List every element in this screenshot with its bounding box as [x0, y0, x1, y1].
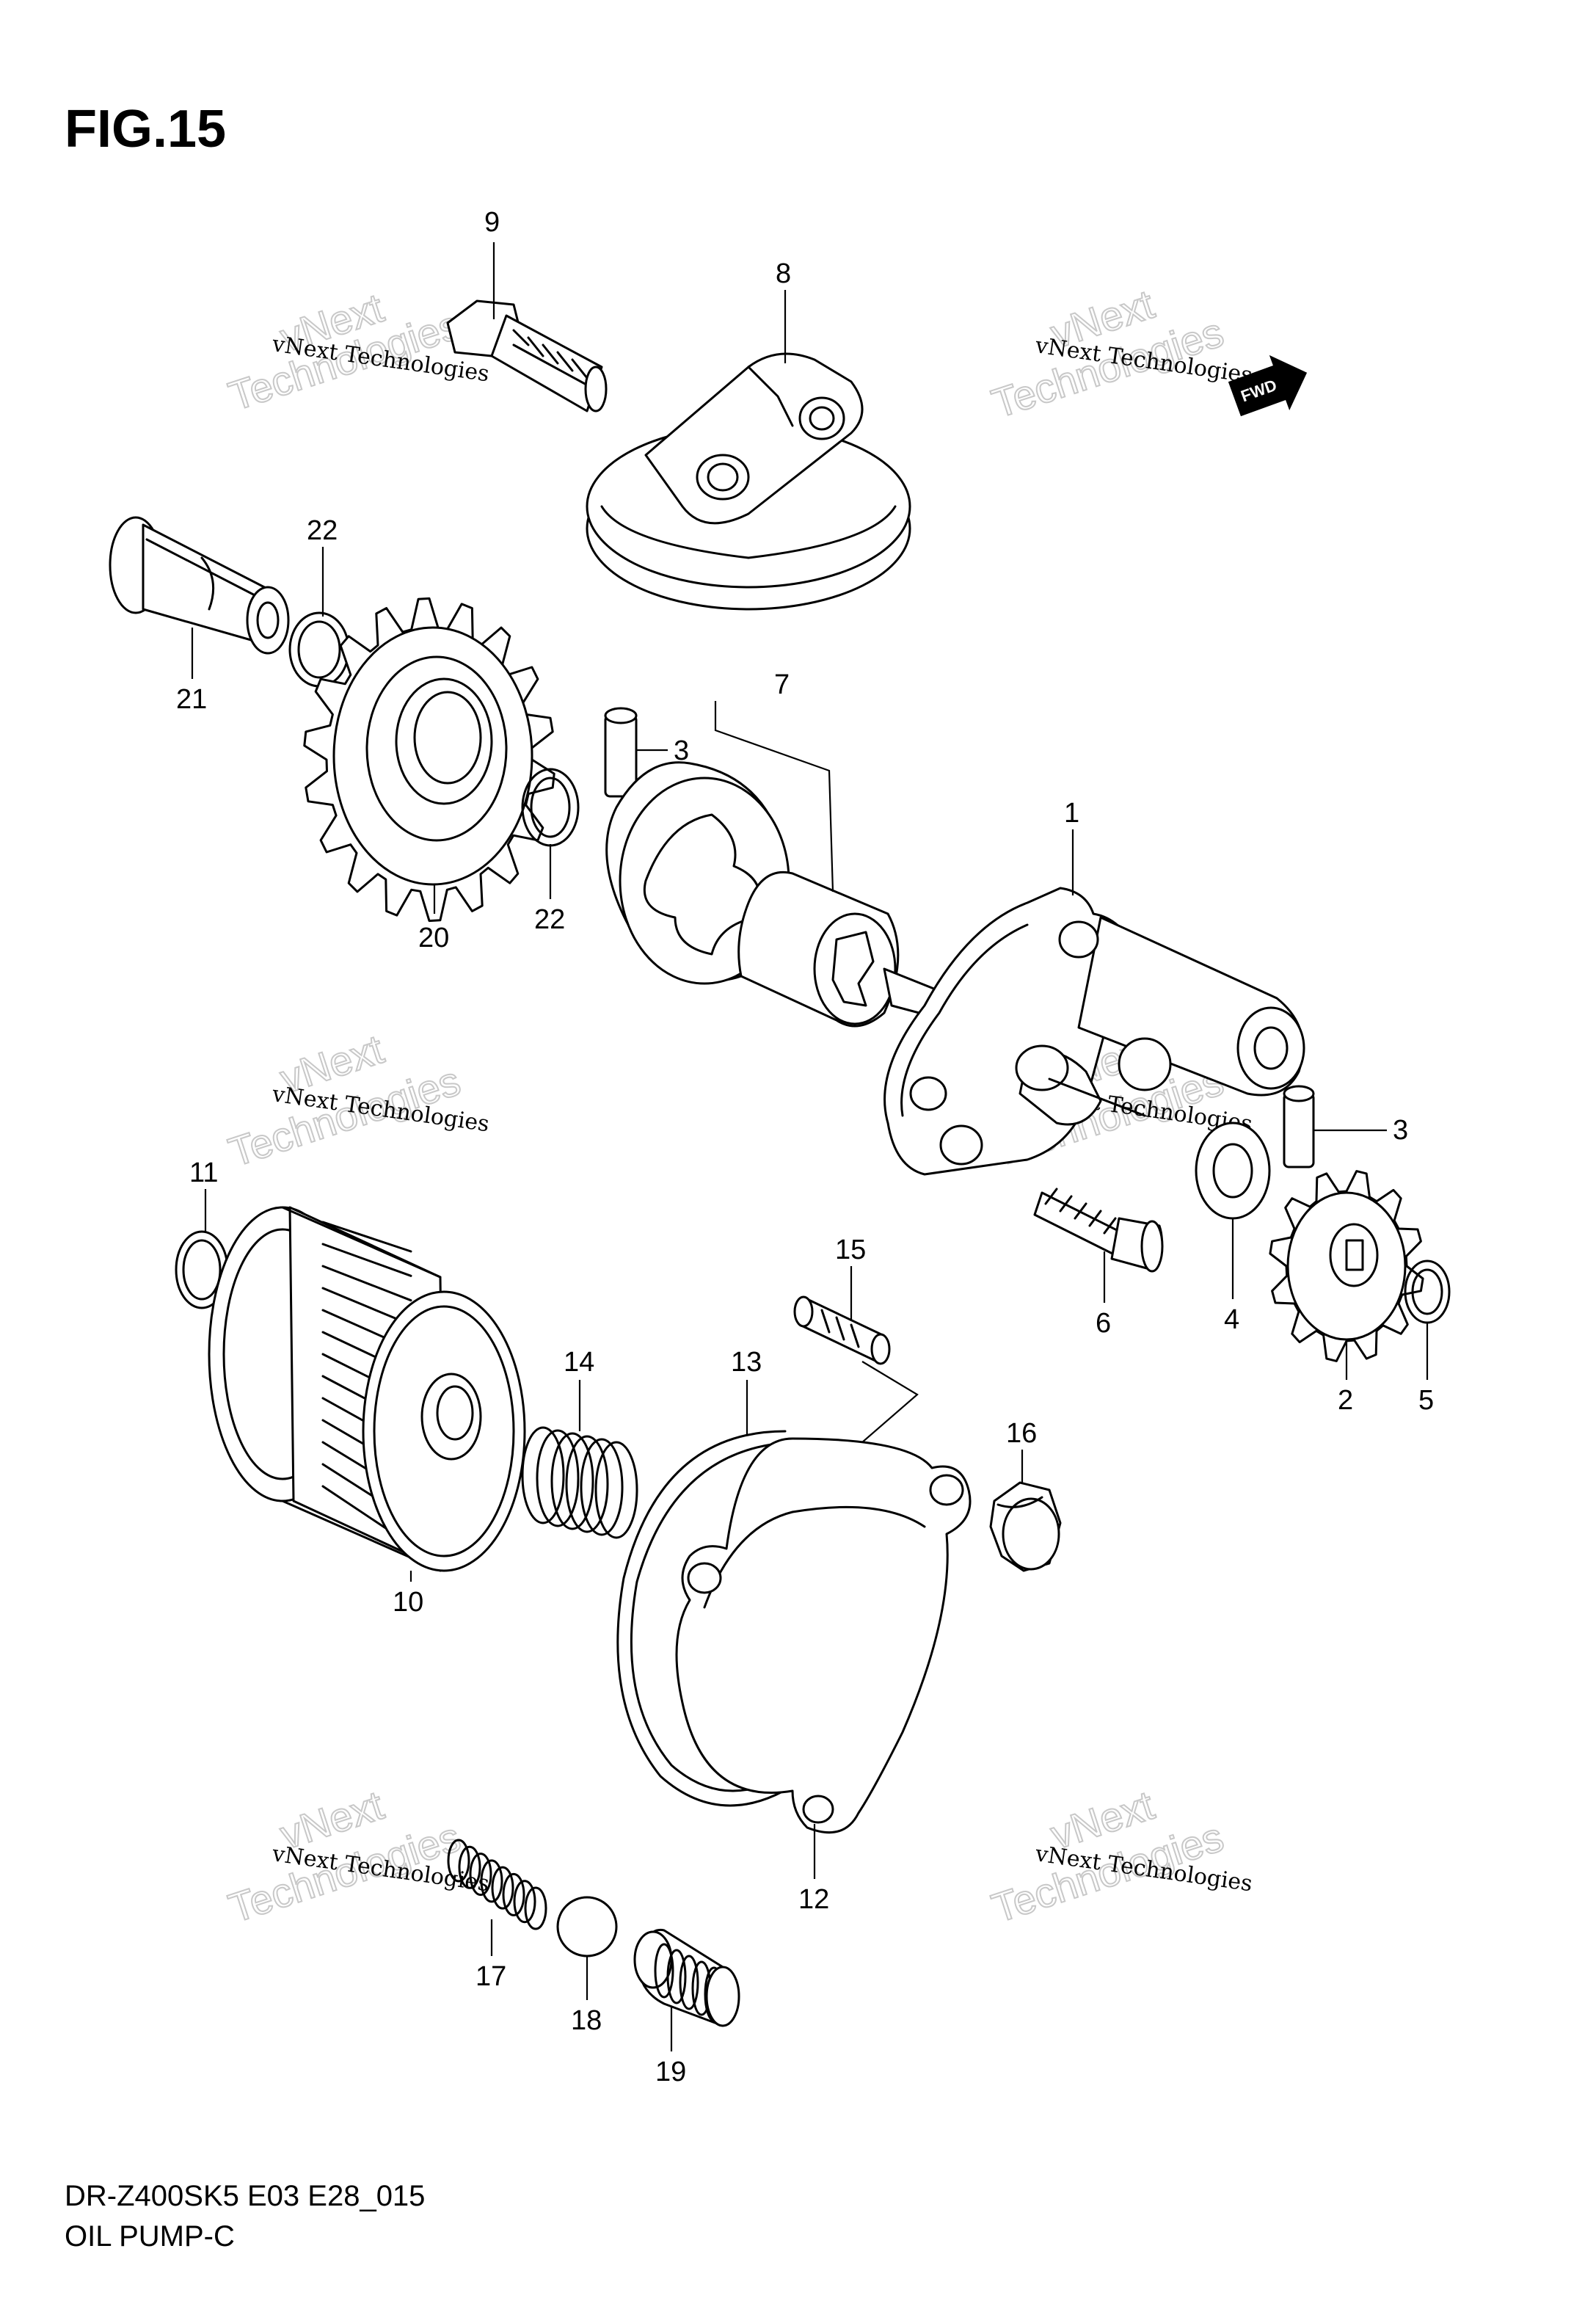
callout-14: 14	[564, 1347, 594, 1378]
callout-1: 1	[1064, 798, 1079, 829]
part-17-spring	[447, 1839, 547, 1930]
callout-19: 19	[655, 2057, 686, 2087]
callout-21: 21	[176, 684, 207, 715]
part-6-screw	[1033, 1188, 1164, 1273]
watermark-middle-left: vNext Technologies vNext Technologies	[222, 1025, 491, 1176]
callout-22-upper: 22	[307, 515, 338, 546]
part-10-oil-filter	[208, 1206, 526, 1572]
watermark-top-right: vNext Technologies vNext Technologies	[985, 280, 1254, 427]
part-16-plug	[989, 1481, 1062, 1572]
callout-6: 6	[1096, 1308, 1111, 1339]
part-8-cap	[586, 352, 911, 611]
part-14-spring	[521, 1426, 638, 1539]
callout-4: 4	[1224, 1304, 1239, 1335]
callout-2: 2	[1338, 1385, 1353, 1416]
callout-3-upper: 3	[674, 735, 689, 766]
callouts: 9 8 22 21 20 22 3 7 1 3 6 4 2 5 11 10 14	[176, 207, 1434, 2087]
callout-10: 10	[393, 1587, 423, 1618]
part-21-shaft	[109, 516, 290, 655]
callout-13: 13	[731, 1347, 762, 1378]
part-15-stud	[793, 1295, 891, 1365]
callout-7: 7	[774, 669, 790, 700]
part-3-dowel-pin-upper	[604, 707, 638, 798]
callout-22-lower: 22	[534, 904, 565, 935]
part-12-pump-cover	[675, 1437, 972, 1834]
callout-15: 15	[835, 1235, 866, 1265]
part-18-ball	[556, 1896, 618, 1957]
part-22-circlip-upper	[288, 611, 350, 688]
part-2-driven-gear	[1269, 1170, 1424, 1362]
watermark-bottom-left: vNext Technologies vNext Technologies	[222, 1781, 491, 1932]
model-code: DR-Z400SK5 E03 E28_015	[65, 2180, 425, 2212]
part-20-drive-gear	[303, 597, 555, 923]
part-3-dowel-pin-lower	[1283, 1085, 1315, 1168]
callout-18: 18	[571, 2005, 602, 2036]
part-5-circlip	[1404, 1259, 1451, 1324]
callout-11: 11	[189, 1157, 218, 1188]
callout-12: 12	[798, 1884, 829, 1915]
fwd-arrow-icon: FWD	[1228, 355, 1308, 417]
part-9-bolt	[446, 299, 608, 412]
section-name: OIL PUMP-C	[65, 2220, 235, 2253]
figure-title: FIG.15	[65, 100, 226, 159]
part-19-relief-valve	[633, 1928, 740, 2027]
callout-8: 8	[776, 258, 791, 289]
part-7-rotor-set	[605, 701, 900, 1028]
watermark-top-left: vNext Technologies vNext Technologies	[222, 283, 491, 420]
watermark-bottom-right: vNext Technologies vNext Technologies	[985, 1781, 1254, 1932]
callout-9: 9	[484, 207, 500, 238]
callout-17: 17	[475, 1961, 506, 1992]
part-4-washer	[1195, 1122, 1271, 1220]
part-1-pump-body	[883, 887, 1305, 1176]
callout-3-lower: 3	[1393, 1115, 1408, 1146]
callout-16: 16	[1006, 1418, 1037, 1449]
callout-5: 5	[1418, 1385, 1434, 1416]
callout-20: 20	[418, 923, 449, 953]
